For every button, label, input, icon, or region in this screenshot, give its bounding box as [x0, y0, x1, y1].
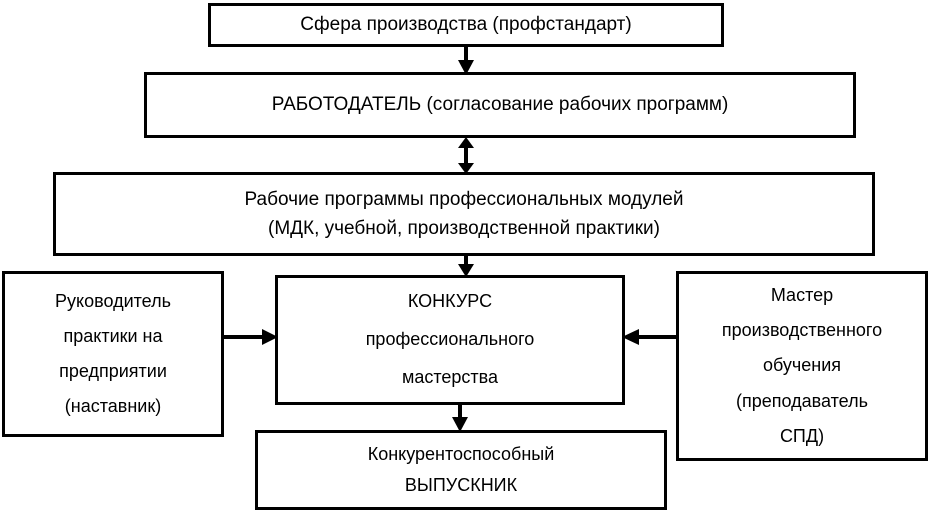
node-contest-line-1: КОНКУРС	[407, 291, 493, 312]
node-sphere-line-1: Сфера производства (профстандарт)	[300, 14, 632, 35]
node-employer-line-1: РАБОТОДАТЕЛЬ (согласование рабочих прогр…	[271, 94, 729, 115]
node-master-line-2: производственного	[721, 320, 883, 341]
node-rabotodatel[interactable]: РАБОТОДАТЕЛЬ (согласование рабочих прогр…	[144, 72, 856, 138]
node-graduate-line-2: ВЫПУСКНИК	[404, 475, 518, 495]
node-rukovoditel-praktiki[interactable]: Руководитель практики на предприятии (на…	[2, 271, 224, 437]
node-konkurs-masterstva[interactable]: КОНКУРС профессионального мастерства	[275, 275, 625, 405]
arrow-master-to-contest	[622, 326, 680, 348]
arrow-sphere-to-employer	[448, 45, 484, 75]
node-master-line-1: Мастер	[770, 285, 834, 306]
node-master-line-5: СПД)	[779, 425, 825, 446]
node-contest-line-2: профессионального	[365, 329, 535, 350]
arrow-supervisor-to-contest	[222, 326, 278, 348]
arrow-programs-to-contest	[448, 255, 484, 277]
node-programs-line-1: Рабочие программы профессиональных модул…	[244, 188, 684, 210]
node-konkurentosposobnyy-vypusknik[interactable]: Конкурентоспособный ВЫПУСКНИК	[255, 430, 667, 510]
node-master-line-4: (преподаватель	[736, 390, 868, 411]
node-master-line-3: обучения	[762, 355, 842, 376]
node-supervisor-line-1: Руководитель	[55, 290, 171, 311]
node-supervisor-line-3: предприятии	[59, 361, 167, 381]
arrow-contest-to-graduate	[442, 404, 478, 432]
node-supervisor-line-2: практики на	[63, 325, 163, 346]
node-master-obucheniya[interactable]: Мастер производственного обучения (препо…	[676, 271, 928, 461]
node-graduate-line-1: Конкурентоспособный	[367, 443, 555, 464]
node-sphere-proizvodstva[interactable]: Сфера производства (профстандарт)	[208, 3, 724, 47]
node-programs-line-2: (МДК, учебной, производственной практики…	[268, 218, 660, 239]
arrow-employer-to-programs-bidirectional	[448, 137, 484, 174]
node-contest-line-3: мастерства	[401, 366, 499, 387]
node-rabochie-programmy[interactable]: Рабочие программы профессиональных модул…	[53, 172, 875, 256]
node-supervisor-line-4: (наставник)	[64, 396, 162, 417]
